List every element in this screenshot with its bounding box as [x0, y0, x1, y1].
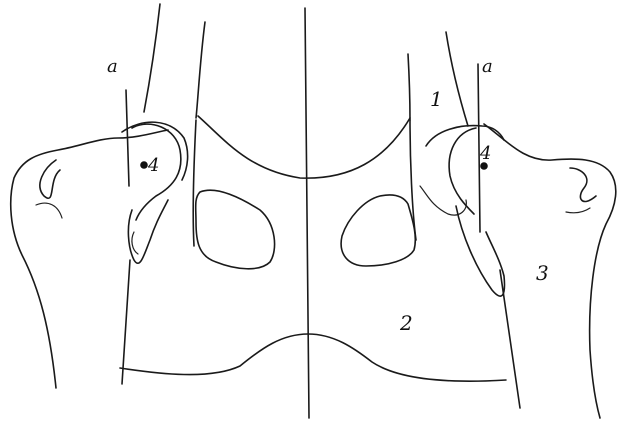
ilium-left-inner	[196, 22, 205, 118]
pelvic-inlet	[198, 116, 410, 178]
acetabulum-right	[426, 126, 504, 146]
pubic-arch	[120, 334, 506, 381]
femur-right-outline	[484, 124, 616, 418]
region-label-2: 2	[399, 311, 413, 335]
neck-detail-right	[420, 186, 466, 215]
joint-center-left	[140, 161, 148, 169]
ilium-right-outer	[446, 32, 468, 126]
obturator-foramen-left	[196, 190, 275, 269]
axis-label-left: a	[107, 56, 118, 77]
femur-right-notch	[566, 208, 590, 213]
region-label-1: 1	[430, 87, 443, 111]
ilium-right-inner	[408, 54, 410, 120]
femur-left-notch	[36, 203, 62, 218]
neck-detail-left	[132, 232, 138, 254]
ilium-left-outer	[144, 4, 160, 112]
femur-left-trochanter	[40, 160, 60, 198]
midline	[305, 8, 309, 418]
center-label-left: 4	[147, 155, 159, 176]
axis-label-right: a	[482, 56, 493, 77]
region-label-3: 3	[536, 261, 549, 285]
femur-right-trochanter	[570, 168, 596, 201]
obturator-foramen-right	[341, 195, 415, 266]
center-label-right: 4	[479, 143, 491, 164]
femur-right-shaft	[500, 270, 520, 408]
femur-left-shaft	[122, 260, 130, 384]
femoral-head-right	[449, 128, 476, 214]
